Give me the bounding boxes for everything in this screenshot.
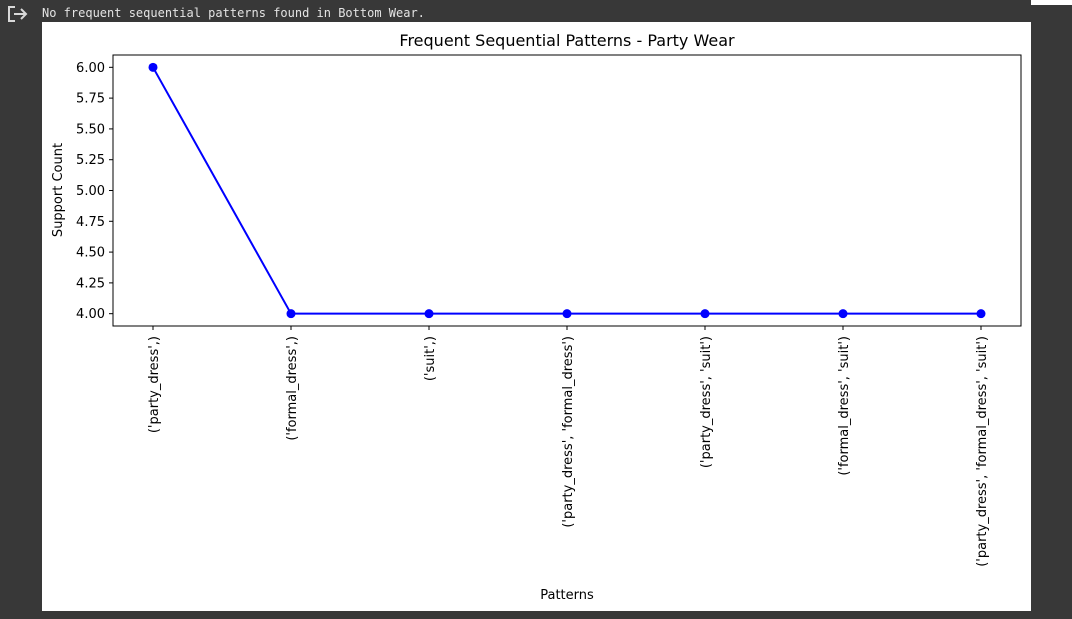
y-tick-label: 5.50 bbox=[76, 122, 105, 137]
chart-title: Frequent Sequential Patterns - Party Wea… bbox=[399, 31, 735, 50]
x-axis-label: Patterns bbox=[540, 588, 594, 603]
data-point bbox=[286, 309, 296, 319]
x-tick-label: ('party_dress',) bbox=[147, 336, 162, 433]
data-point bbox=[148, 62, 158, 72]
x-axis: ('party_dress',) ('formal_dress',) ('suit'… bbox=[147, 326, 990, 567]
output-panel: Frequent Sequential Patterns - Party Wea… bbox=[42, 22, 1031, 611]
panel-top-edge bbox=[1031, 0, 1072, 5]
y-axis-label: Support Count bbox=[51, 143, 66, 237]
data-point bbox=[838, 309, 848, 319]
x-tick-label: ('party_dress', 'suit') bbox=[699, 336, 714, 468]
data-point bbox=[424, 309, 434, 319]
output-message: No frequent sequential patterns found in… bbox=[42, 6, 425, 20]
x-tick-label: ('formal_dress',) bbox=[285, 336, 300, 441]
y-tick-label: 5.25 bbox=[76, 153, 105, 168]
series-line bbox=[148, 62, 986, 319]
data-point bbox=[562, 309, 572, 319]
y-tick-label: 4.50 bbox=[76, 246, 105, 261]
y-tick-label: 4.75 bbox=[76, 215, 105, 230]
y-tick-label: 5.75 bbox=[76, 92, 105, 107]
data-point bbox=[976, 309, 986, 319]
support-count-line bbox=[152, 66, 981, 315]
x-tick-label: ('party_dress', 'formal_dress', 'suit') bbox=[975, 336, 990, 567]
y-tick-label: 4.25 bbox=[76, 276, 105, 291]
y-tick-label: 6.00 bbox=[76, 61, 105, 76]
x-tick-label: ('formal_dress', 'suit') bbox=[837, 336, 852, 476]
y-tick-label: 4.00 bbox=[76, 307, 105, 322]
y-tick-label: 5.00 bbox=[76, 184, 105, 199]
output-redirect-icon[interactable] bbox=[6, 4, 30, 24]
plot-area bbox=[112, 54, 1022, 327]
y-axis: 4.00 4.25 4.50 4.75 5.00 5.25 5.50 5.75 6.00 bbox=[76, 61, 113, 322]
x-tick-label: ('suit',) bbox=[423, 336, 438, 381]
line-chart: Frequent Sequential Patterns - Party Wea… bbox=[51, 31, 1022, 603]
data-point bbox=[700, 309, 710, 319]
x-tick-label: ('party_dress', 'formal_dress') bbox=[561, 336, 576, 528]
